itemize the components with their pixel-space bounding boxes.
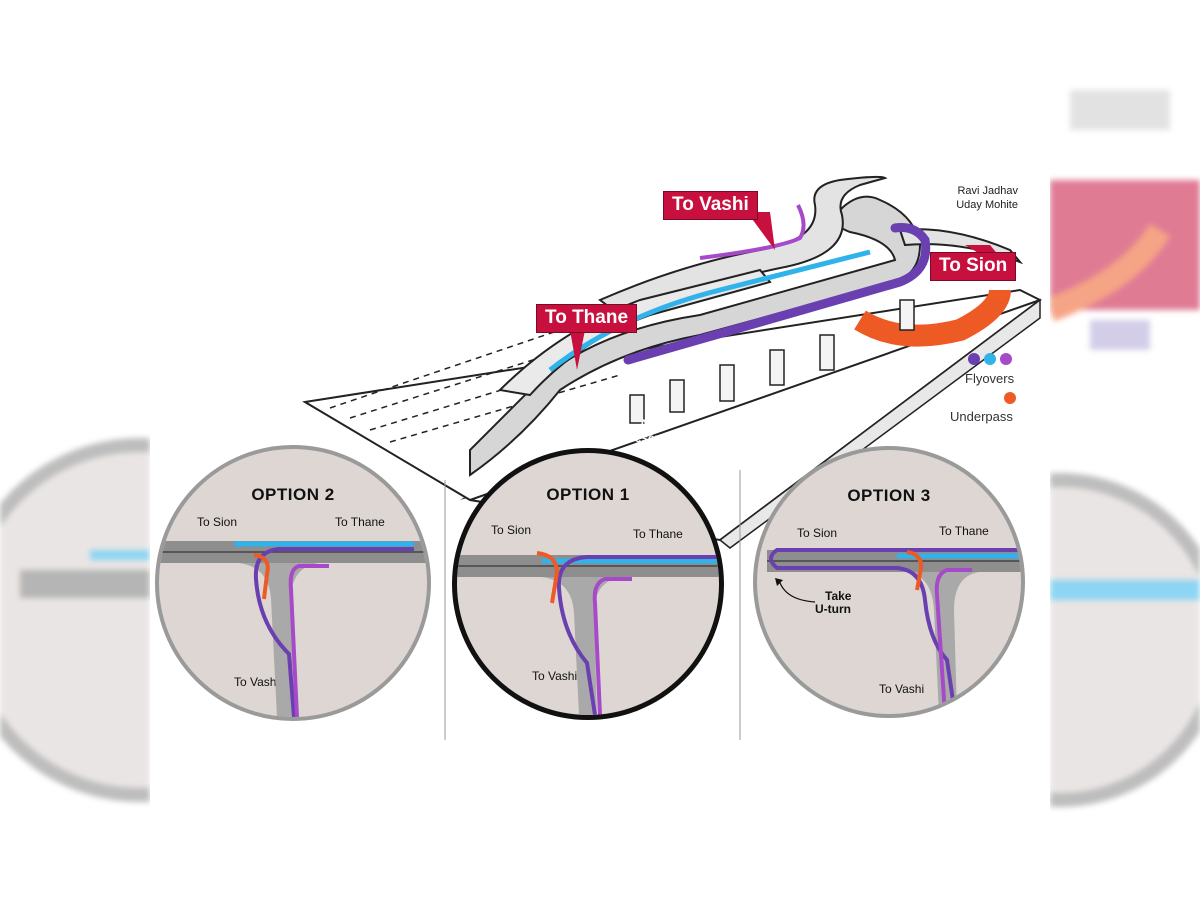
- legend-blue-dot: [984, 353, 996, 365]
- credit-block: Ravi Jadhav Uday Mohite: [920, 184, 1018, 212]
- option-3-map: [767, 548, 1021, 714]
- to-vashi-callout: To Vashi: [663, 191, 758, 220]
- option-1-to-sion: To Sion: [491, 523, 532, 537]
- option-2-to-thane: To Thane: [335, 515, 385, 529]
- option-3-to-thane: To Thane: [939, 524, 989, 538]
- to-thane-callout: To Thane: [536, 304, 638, 333]
- purple-flyover-line: [623, 223, 931, 365]
- threed-line-1: A 3D: [639, 417, 667, 431]
- option-3-to-vashi: To Vashi: [879, 682, 925, 696]
- underpass-curve: [854, 288, 1011, 347]
- legend-flyovers-label: Flyovers: [965, 371, 1015, 386]
- option-3-circle: OPTION 3 To Sion To Thane To Vashi Take …: [753, 446, 1025, 718]
- sion-ramp: [898, 228, 1024, 265]
- uturn-line-2: U-turn: [815, 602, 851, 616]
- threed-line-2: representation: [611, 431, 695, 445]
- option-1-map: [457, 551, 719, 715]
- option-3-to-sion: To Sion: [797, 526, 838, 540]
- option-3-title: OPTION 3: [847, 486, 931, 505]
- magenta-flyover-line: [699, 204, 806, 260]
- option-2-title: OPTION 2: [251, 485, 335, 504]
- option-3-uturn-label: Take U-turn: [815, 590, 851, 616]
- to-sion-callout: To Sion: [930, 252, 1017, 281]
- option-2-to-sion: To Sion: [197, 515, 238, 529]
- option-1-to-thane: To Thane: [633, 527, 683, 541]
- main-flyover-deck: [469, 195, 922, 477]
- option-2-circle: OPTION 2 To Sion To Thane To Vashi: [155, 445, 431, 721]
- credit-line-1: Ravi Jadhav: [957, 185, 1018, 197]
- legend-underpass-label: Underpass: [950, 409, 1013, 424]
- credit-line-2: Uday Mohite: [956, 199, 1018, 211]
- threed-line-3: of Option 1: [621, 445, 685, 459]
- option-2-map: [159, 541, 427, 717]
- legend-orange-dot: [1004, 392, 1016, 404]
- option-1-circle: OPTION 1 To Sion To Thane To Vashi: [452, 448, 724, 720]
- legend-magenta-dot: [1000, 353, 1012, 365]
- option-2-to-vashi: To Vashi: [234, 675, 280, 689]
- threed-representation-label: A 3D representation of Option 1: [608, 417, 698, 459]
- uturn-line-1: Take: [825, 589, 852, 603]
- option-1-to-vashi: To Vashi: [532, 669, 578, 683]
- option-1-title: OPTION 1: [546, 485, 630, 504]
- legend-purple-dot: [968, 353, 980, 365]
